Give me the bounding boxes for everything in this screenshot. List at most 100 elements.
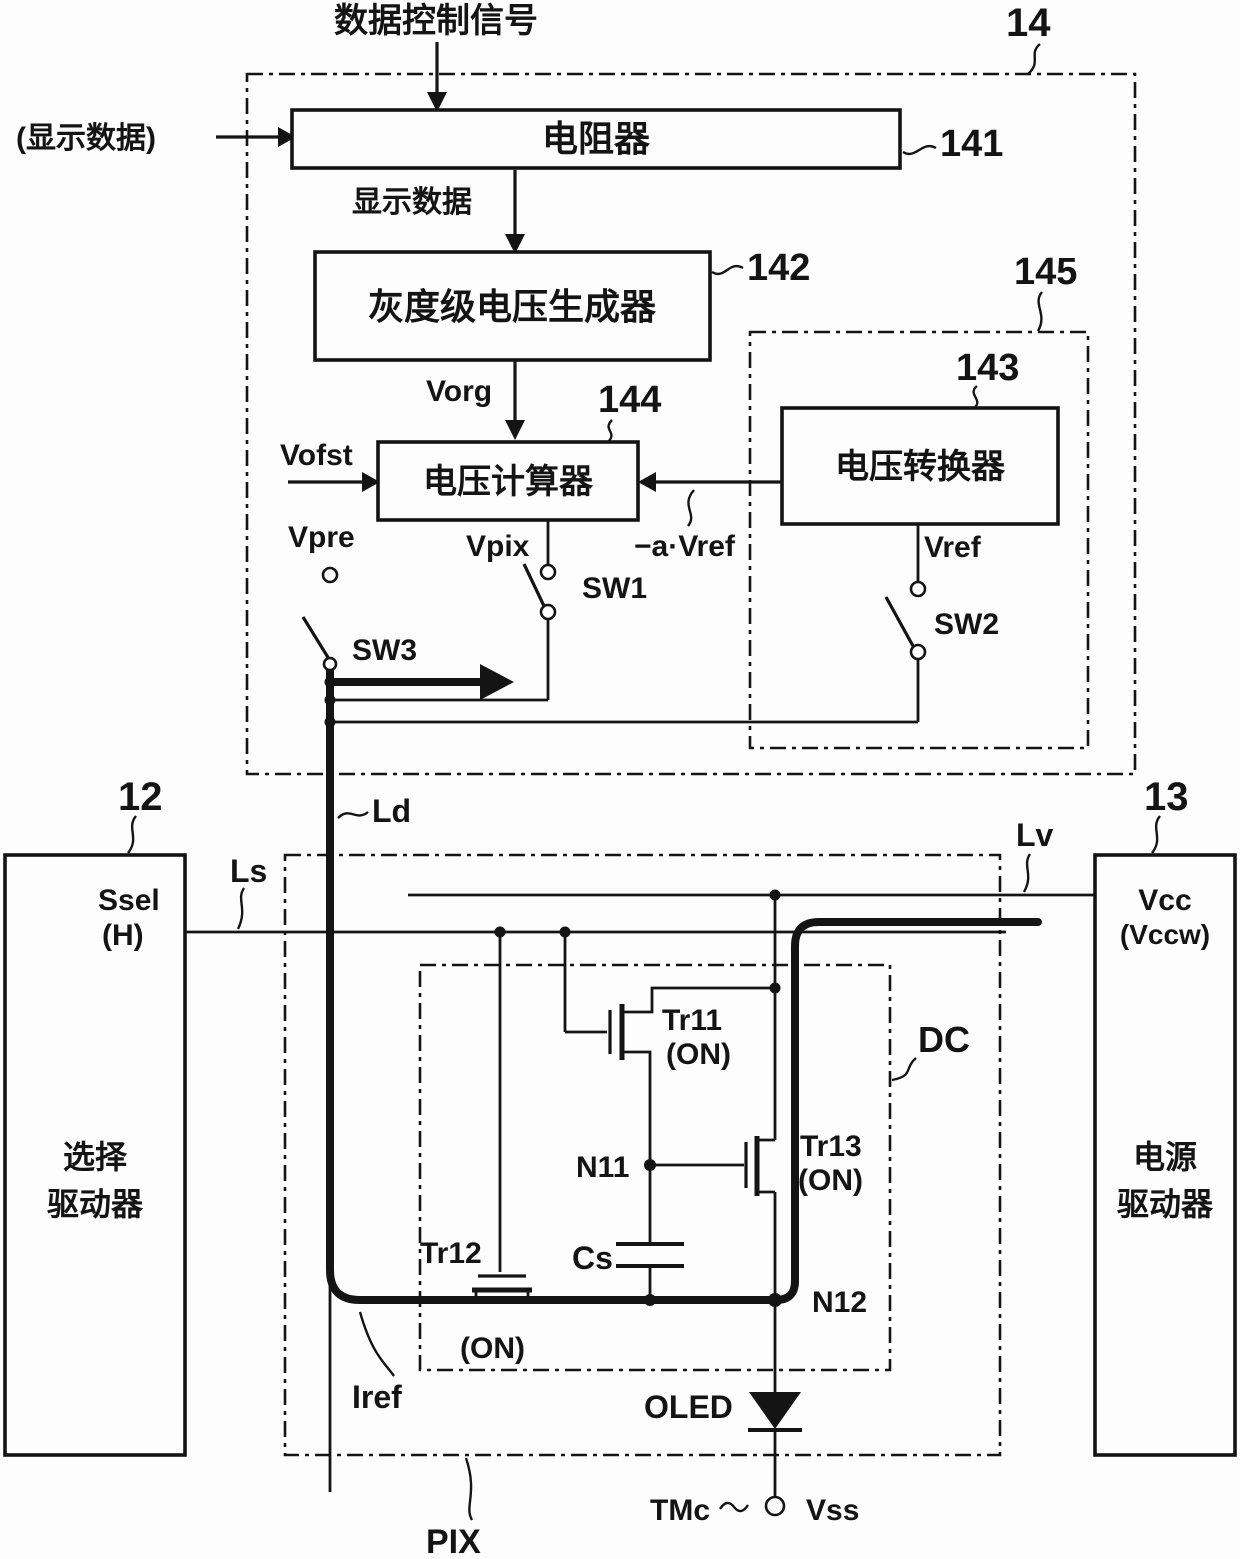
tr12-state-label: (ON) bbox=[460, 1332, 525, 1365]
ls-node-1 bbox=[494, 926, 506, 938]
vss-label: Vss bbox=[806, 1494, 859, 1527]
ref-14-leader bbox=[1027, 43, 1041, 75]
sw1-lever bbox=[522, 563, 546, 607]
ref-142-leader bbox=[711, 265, 744, 275]
vorg-label: Vorg bbox=[426, 375, 492, 408]
switch-sw2 bbox=[884, 580, 927, 661]
neg-a-vref-label: −a·Vref bbox=[634, 530, 736, 563]
transistor-tr12 bbox=[472, 1274, 532, 1300]
ref-12: 12 bbox=[118, 775, 163, 819]
ls-label: Ls bbox=[230, 853, 267, 889]
sw1-contact-top bbox=[539, 563, 557, 581]
transistor-tr11 bbox=[608, 986, 775, 1165]
ref-141: 141 bbox=[940, 123, 1003, 165]
ref-145: 145 bbox=[1014, 251, 1077, 293]
ref-13-leader bbox=[1151, 815, 1161, 854]
ls-leader bbox=[236, 887, 246, 930]
vpre-label: Vpre bbox=[288, 521, 355, 554]
voltage-calculator-box bbox=[376, 440, 640, 522]
iref-current-path bbox=[326, 664, 1042, 1304]
pixel-block: PIX DC Tr11 (ON) N11 bbox=[283, 853, 1002, 1559]
iref-leader bbox=[358, 1311, 395, 1377]
select-driver-label-1: 选择 bbox=[63, 1139, 128, 1175]
avref-arrowhead bbox=[638, 472, 656, 492]
lv-leader bbox=[1022, 853, 1032, 893]
transistor-tr13 bbox=[744, 1136, 777, 1300]
data-line-arrowhead bbox=[480, 664, 514, 700]
tmc-tilde bbox=[718, 1501, 750, 1513]
oled-label: OLED bbox=[644, 1389, 733, 1425]
ref-13: 13 bbox=[1144, 775, 1189, 819]
ref-143: 143 bbox=[956, 347, 1019, 389]
ref-14: 14 bbox=[1006, 1, 1051, 45]
register-label: 电阻器 bbox=[542, 118, 651, 159]
tr12-label: Tr12 bbox=[420, 1237, 482, 1270]
sw2-contact-bottom bbox=[909, 643, 927, 661]
select-driver-box bbox=[3, 853, 187, 1457]
merge-node-3 bbox=[324, 716, 336, 728]
ssel-label: Ssel bbox=[98, 884, 160, 917]
iref-label: Iref bbox=[352, 1379, 402, 1415]
vcc-label: Vcc bbox=[1138, 884, 1191, 917]
vorg-arrowhead bbox=[505, 420, 525, 440]
ld-label: Ld bbox=[372, 793, 411, 829]
cs-node bbox=[644, 1294, 656, 1306]
ref-141-leader bbox=[902, 145, 937, 155]
data-control-signal-label: 数据控制信号 bbox=[334, 2, 538, 40]
lv-label: Lv bbox=[1016, 817, 1054, 853]
tmc-terminal bbox=[764, 1495, 786, 1517]
power-driver-label-1: 电源 bbox=[1133, 1139, 1197, 1175]
cs-label: Cs bbox=[572, 1240, 613, 1276]
data-driver-block: 14 数据控制信号 (显示数据) 电阻器 141 显示数据 灰度级电压生成器 1… bbox=[16, 1, 1137, 776]
power-driver-box bbox=[1093, 853, 1237, 1457]
ld-leader bbox=[337, 811, 369, 819]
control-signal-arrowhead bbox=[427, 92, 447, 112]
sw3-contact-top bbox=[321, 566, 339, 584]
register-box bbox=[290, 108, 902, 170]
gray-voltage-generator-label: 灰度级电压生成器 bbox=[368, 286, 657, 327]
sw2-lever bbox=[884, 596, 915, 647]
power-driver-block: 13 Vcc (Vccw) 电源 驱动器 bbox=[1093, 775, 1237, 1457]
sw1-contact-bottom bbox=[539, 603, 557, 621]
vcc-mode-label: (Vccw) bbox=[1120, 919, 1210, 950]
ssel-level-label: (H) bbox=[102, 919, 144, 952]
block-145-border bbox=[748, 330, 1090, 750]
lv-node bbox=[769, 889, 781, 901]
ref-145-leader bbox=[1036, 291, 1044, 332]
dc-label: DC bbox=[918, 1019, 970, 1060]
sw2-contact-top bbox=[909, 580, 927, 598]
vofst-label: Vofst bbox=[280, 439, 353, 472]
tmc-label: TMc bbox=[650, 1494, 710, 1527]
ref-143-leader bbox=[972, 385, 979, 408]
vpix-label: Vpix bbox=[466, 530, 530, 563]
switch-sw3 bbox=[301, 566, 339, 660]
display-data-label: 显示数据 bbox=[352, 186, 472, 219]
voltage-converter-label: 电压转换器 bbox=[835, 448, 1006, 486]
dc-border bbox=[418, 963, 892, 1372]
vref-label: Vref bbox=[924, 531, 982, 564]
ls-node-2 bbox=[559, 926, 571, 938]
switch-sw1 bbox=[522, 563, 557, 621]
tr13-label: Tr13 bbox=[800, 1130, 862, 1163]
ref-12-leader bbox=[127, 815, 137, 854]
ref-144-leader bbox=[607, 419, 613, 443]
sw3-contact-bottom bbox=[322, 656, 338, 672]
vofst-arrowhead bbox=[362, 472, 380, 492]
oled-diode-triangle bbox=[749, 1392, 801, 1429]
tr11-source-lead bbox=[622, 1050, 652, 1165]
pix-border bbox=[283, 853, 1002, 1457]
pix-leader bbox=[464, 1457, 474, 1521]
display-data-input-label: (显示数据) bbox=[16, 122, 156, 155]
merge-node-2 bbox=[324, 694, 336, 706]
tr13-state-label: (ON) bbox=[798, 1164, 863, 1197]
power-driver-label-2: 驱动器 bbox=[1117, 1186, 1214, 1222]
sw3-lever bbox=[301, 616, 331, 660]
select-driver-label-2: 驱动器 bbox=[47, 1186, 144, 1222]
select-driver-block: 12 Ssel (H) 选择 驱动器 bbox=[3, 775, 187, 1457]
pix-label: PIX bbox=[426, 1523, 481, 1559]
sw2-label: SW2 bbox=[934, 608, 999, 641]
tr11-drain-lead bbox=[622, 986, 775, 1014]
n12-label: N12 bbox=[812, 1286, 867, 1319]
